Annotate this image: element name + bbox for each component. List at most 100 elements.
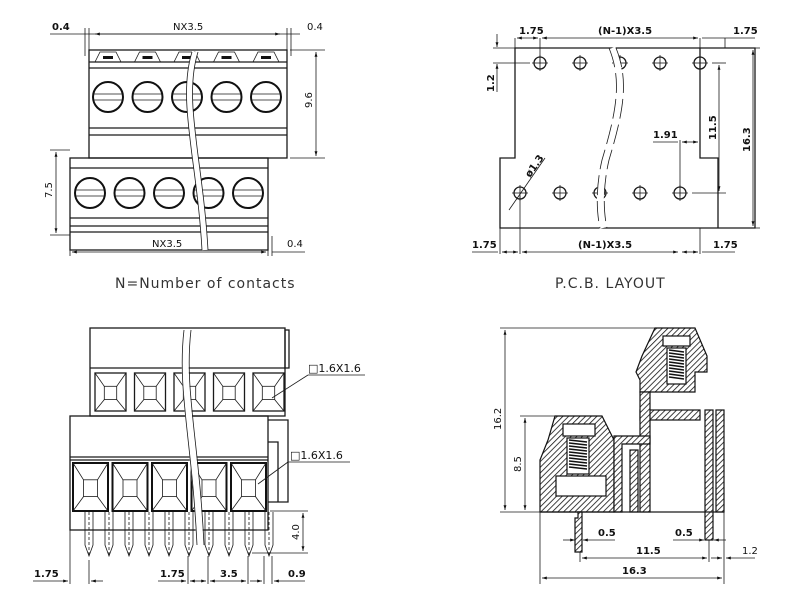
upper-screw-thread: [668, 349, 685, 380]
slot-icon: [212, 372, 246, 412]
wire-entry-mark: [261, 56, 271, 59]
pin: [164, 512, 174, 558]
dim-label-pin-offset: 1.91: [653, 130, 678, 141]
dim-label-mid-offset: 1.75: [160, 569, 185, 580]
thread-line: [668, 370, 685, 374]
header-rib-section: [629, 449, 639, 513]
slot-inner: [241, 479, 256, 497]
break-line: [186, 51, 203, 251]
front-view: □1.6X1.6 □1.6X1.6 4.0 1.75 1.75 3.5 0.9: [33, 327, 365, 584]
screw-icon: [250, 81, 282, 113]
thread-line: [668, 373, 685, 377]
screw-head: [562, 423, 596, 437]
dim-label-row-spacing: 11.5: [708, 115, 719, 140]
slot-bevel: [151, 462, 188, 512]
screw-icon: [192, 177, 225, 209]
leader-line: [257, 461, 289, 485]
dim-label-top-right-gap: 0.4: [307, 22, 323, 33]
thread-line: [668, 352, 685, 356]
screw-icon: [131, 81, 164, 113]
slot-bevel: [213, 372, 245, 412]
thread-line: [668, 358, 685, 362]
pin: [204, 512, 214, 558]
dim-label-bottom-right-offset: 1.75: [713, 240, 738, 251]
dim-label-pin-width: 0.9: [288, 569, 306, 580]
slot-icon: [252, 372, 285, 412]
header-screws: [74, 177, 264, 209]
dim-label-bottom-left-offset: 1.75: [472, 240, 497, 251]
pin: [144, 512, 154, 558]
slot-icon: [190, 462, 228, 512]
break-line: [603, 47, 624, 229]
slot-inner: [162, 479, 177, 497]
wire-entry-mark: [142, 56, 153, 59]
cross-section-view: 16.2 8.5 0.5 0.5 11.5 1.2 16.3: [493, 327, 758, 584]
thread-line: [668, 364, 685, 368]
dim-label-lower-slot: □1.6X1.6: [290, 449, 343, 462]
thread-line: [568, 466, 588, 470]
slot-inner: [143, 385, 157, 400]
pin: [84, 512, 94, 558]
dim-label-total-depth: 16.3: [742, 127, 753, 152]
screw-icon: [210, 81, 243, 113]
thread-line: [568, 439, 588, 443]
slot-inner: [122, 479, 138, 497]
dim-label-left-offset: 1.75: [34, 569, 59, 580]
slot-inner: [261, 385, 276, 400]
wire-entry: [213, 51, 240, 63]
screw-icon: [153, 177, 185, 209]
dim-label-left-pin-width: 0.5: [598, 528, 616, 539]
caption-pcb-layout: P.C.B. LAYOUT: [555, 276, 666, 292]
pin: [104, 512, 114, 558]
slot-bevel: [134, 372, 166, 412]
thread-line: [568, 454, 588, 458]
dim-label-pin-spacing: 11.5: [636, 546, 661, 557]
plug-rear-wall: [715, 409, 725, 513]
screw-head: [662, 335, 691, 347]
slot-bevel: [173, 372, 206, 412]
dim-label-top-left-offset: 1.75: [519, 26, 544, 37]
screw-icon: [92, 81, 124, 113]
thread-line: [668, 355, 685, 359]
dim-label-header-height: 8.5: [513, 456, 524, 472]
clamp-cage: [555, 475, 607, 497]
pcb-layout-view: 1.75 (N-1)X3.5 1.75 1.2 11.5 16.3 1.91 ø…: [472, 26, 760, 292]
header-side-tab: [268, 441, 279, 502]
dim-label-top-right-offset: 1.75: [733, 26, 758, 37]
pin: [124, 512, 134, 558]
plug-wall-section: [639, 391, 651, 513]
dim-label-top-width: NX3.5: [173, 22, 203, 33]
thread-line: [568, 457, 588, 461]
dim-label-bottom-pitch: (N-1)X3.5: [578, 240, 632, 251]
header-pin-section: [574, 511, 583, 553]
slot-icon: [111, 462, 149, 512]
plug-front-latch: [284, 329, 290, 369]
leader-line: [508, 157, 546, 211]
slot-icon: [133, 372, 167, 412]
slot-inner: [222, 385, 236, 400]
dim-label-bottom-width: NX3.5: [152, 239, 182, 250]
slot-inner: [201, 479, 217, 497]
thread-line: [568, 442, 588, 446]
thread-line: [668, 361, 685, 365]
screw-icon: [74, 177, 106, 209]
side-view: 0.4 NX3.5 0.4 9.6 7.5 NX3.5 0.4: [44, 22, 325, 292]
slot-icon: [151, 462, 188, 512]
slot-bevel: [72, 462, 109, 512]
slot-inner: [83, 479, 98, 497]
thread-line: [668, 367, 685, 371]
dim-label-plug-height: 9.6: [304, 92, 315, 108]
pcb-holes: [512, 55, 708, 201]
thread-line: [568, 451, 588, 455]
dim-label-pitch: 3.5: [220, 569, 238, 580]
front-pins: [84, 512, 274, 558]
pin: [184, 512, 194, 558]
slot-bevel: [112, 462, 148, 512]
dim-label-right-pin-width: 0.5: [675, 528, 693, 539]
break-line: [596, 47, 617, 229]
break-gap: [596, 46, 623, 229]
wire-entry-mark: [103, 56, 113, 59]
plug-pin-section: [704, 409, 714, 541]
thread-line: [568, 463, 588, 467]
